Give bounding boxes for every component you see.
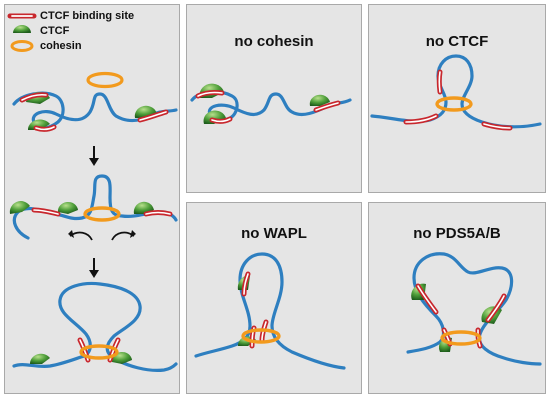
stage-3-loop xyxy=(12,281,178,372)
legend-label-cohesin: cohesin xyxy=(40,40,82,52)
stage-2-extrusion xyxy=(9,174,178,241)
ctcf-binding-site xyxy=(195,89,341,124)
ctcf-binding-site xyxy=(77,337,121,363)
legend-label-ctcf: CTCF xyxy=(40,25,70,37)
cohesin-ring xyxy=(435,96,473,112)
cohesin-ring xyxy=(440,330,482,346)
dna-strand xyxy=(406,252,542,366)
dna-strand xyxy=(370,54,542,129)
no-cohesin-drawing xyxy=(190,83,352,124)
cohesin-ring xyxy=(241,328,281,344)
legend-ctcf-symbol xyxy=(13,25,31,33)
ctcf-binding-site xyxy=(403,69,513,131)
legend-label-binding-site: CTCF binding site xyxy=(40,10,135,22)
ctcf-binding-site xyxy=(415,283,507,349)
ctcf-binding-site xyxy=(31,207,173,217)
panel-no-cohesin: no cohesin xyxy=(186,4,362,193)
stage-1-initial xyxy=(12,71,178,132)
ctcf-protein xyxy=(309,94,330,106)
legend-cohesin-symbol xyxy=(10,40,34,52)
panel-title-no-ctcf: no CTCF xyxy=(425,33,489,50)
ctcf-protein xyxy=(27,119,50,130)
ctcf-protein xyxy=(57,201,78,214)
panel-title-no-pds5: no PDS5A/B xyxy=(413,225,501,242)
ctcf-protein xyxy=(29,353,50,364)
panel-title-no-cohesin: no cohesin xyxy=(234,33,314,50)
cohesin-ring-free xyxy=(86,71,124,89)
dna-strand xyxy=(194,252,346,370)
dna-strand xyxy=(12,281,178,372)
ctcf-protein xyxy=(9,201,30,214)
down-arrow-icon xyxy=(89,258,99,278)
down-arrow-icon xyxy=(89,146,99,166)
dna-strand xyxy=(190,90,352,122)
cohesin-ring xyxy=(79,344,119,360)
panel-title-no-wapl: no WAPL xyxy=(241,225,307,242)
cohesin-ring xyxy=(83,206,121,222)
no-wapl-drawing xyxy=(194,252,346,370)
no-ctcf-drawing xyxy=(370,54,542,131)
no-pds5-drawing xyxy=(406,252,542,366)
ctcf-binding-site xyxy=(19,92,169,132)
panel-no-wapl: no WAPL xyxy=(186,202,362,394)
dna-strand xyxy=(12,91,178,130)
